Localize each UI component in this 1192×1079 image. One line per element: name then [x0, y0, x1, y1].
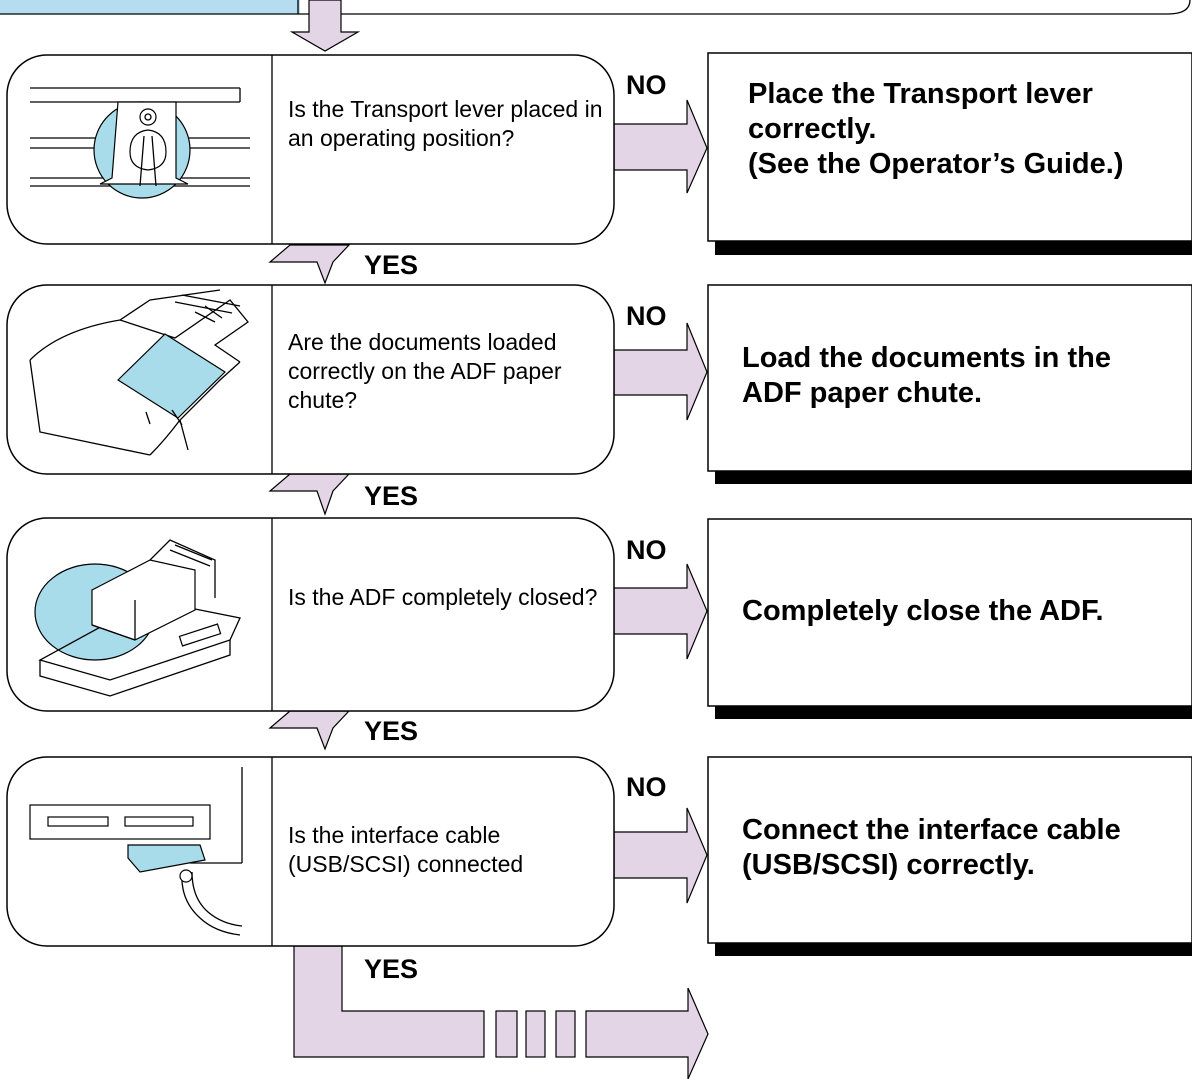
down-arrow-yes-3	[268, 710, 351, 751]
question-text-1: Is the Transport lever placed in an oper…	[288, 96, 603, 151]
action-box-3	[707, 518, 1192, 719]
action-text-2-line2: ADF paper chute.	[742, 377, 983, 409]
question-text-4: Is the interface cable (USB/SCSI) connec…	[288, 822, 524, 877]
right-arrow-no-3	[613, 563, 708, 660]
interface-cable-illustration	[29, 767, 243, 936]
no-label-2: NO	[626, 301, 667, 331]
right-arrow-no-2	[613, 322, 708, 421]
action-text-4: Connect the interface cable (USB/SCSI) c…	[742, 813, 1182, 883]
no-label-3: NO	[626, 535, 667, 565]
action-text-2-line1: Load the documents in the	[742, 342, 1111, 374]
question-text-3: Is the ADF completely closed?	[288, 584, 598, 610]
action-text-1-line2: correctly.	[748, 113, 877, 145]
transport-lever-illustration	[30, 87, 250, 199]
question-text-2: Are the documents loaded correctly on th…	[288, 329, 562, 413]
adf-closed-illustration	[34, 539, 241, 697]
action-text-3: Completely close the ADF.	[742, 594, 1182, 629]
action-box-4	[707, 756, 1192, 956]
action-text-3-line1: Completely close the ADF.	[742, 595, 1104, 627]
action-text-2: Load the documents in the ADF paper chut…	[742, 341, 1182, 411]
right-arrow-no-1	[613, 99, 708, 194]
yes-label-4: YES	[364, 954, 419, 984]
action-text-1-line1: Place the Transport lever	[748, 78, 1093, 110]
adf-chute-illustration	[29, 289, 249, 456]
action-text-1-line3: (See the Operator’s Guide.)	[748, 148, 1124, 180]
final-yes-arrow	[293, 945, 709, 1079]
right-arrow-no-4	[613, 807, 708, 904]
action-box-1	[707, 52, 1192, 255]
question-box-4	[6, 756, 615, 947]
top-banner	[0, 0, 1191, 15]
yes-label-2: YES	[364, 481, 419, 511]
action-box-2	[707, 284, 1192, 484]
down-arrow-entry	[289, 0, 361, 52]
yes-label-3: YES	[364, 716, 419, 746]
no-label-1: NO	[626, 70, 667, 100]
no-label-4: NO	[626, 772, 667, 802]
action-text-1: Place the Transport lever correctly. (Se…	[748, 77, 1188, 182]
down-arrow-yes-1	[268, 244, 351, 285]
action-text-4-line1: Connect the interface cable	[742, 814, 1121, 846]
yes-label-1: YES	[364, 250, 419, 280]
down-arrow-yes-2	[268, 473, 351, 516]
action-text-4-line2: (USB/SCSI) correctly.	[742, 849, 1035, 881]
